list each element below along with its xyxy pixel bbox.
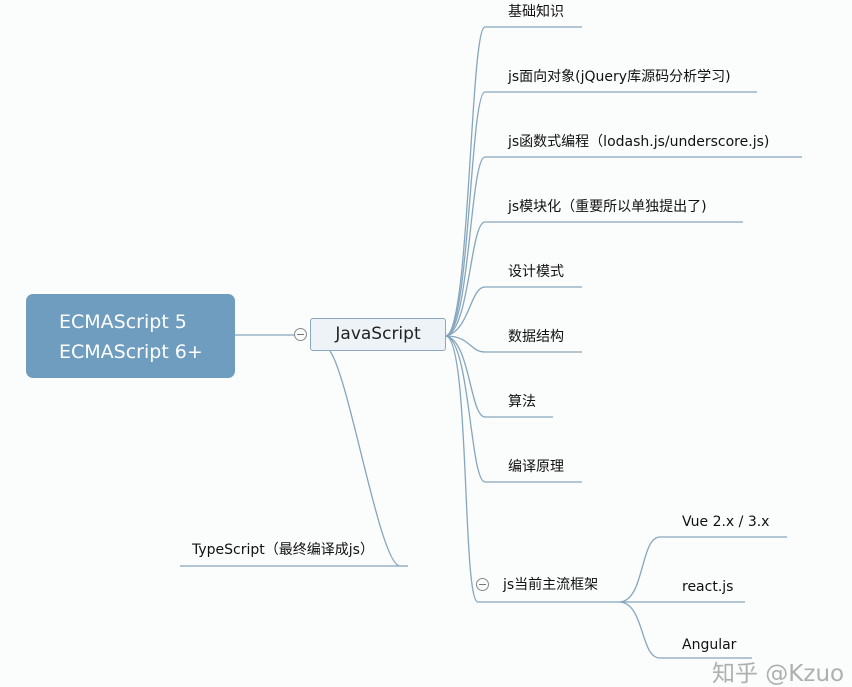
root-line-2: ECMAScript 6+ xyxy=(59,341,203,363)
branch-design-patterns[interactable]: 设计模式 xyxy=(508,264,564,280)
collapse-frameworks-icon[interactable] xyxy=(476,578,489,591)
branch-functional[interactable]: js函数式编程（lodash.js/underscore.js) xyxy=(508,134,770,150)
watermark: 知乎 @Kzuo xyxy=(712,661,845,687)
branch-compilers[interactable]: 编译原理 xyxy=(508,459,564,475)
branch-oop[interactable]: js面向对象(jQuery库源码分析学习) xyxy=(508,69,731,85)
framework-react[interactable]: react.js xyxy=(682,579,734,595)
branch-modules[interactable]: js模块化（重要所以单独提出了) xyxy=(508,199,707,215)
branch-algorithms[interactable]: 算法 xyxy=(508,394,536,410)
javascript-node[interactable]: JavaScript xyxy=(310,318,446,351)
branch-basics[interactable]: 基础知识 xyxy=(508,4,564,20)
framework-angular[interactable]: Angular xyxy=(682,637,737,653)
collapse-toggle-icon[interactable] xyxy=(294,328,307,341)
root-node[interactable]: ECMAScript 5 ECMAScript 6+ xyxy=(26,294,235,378)
branch-typescript[interactable]: TypeScript（最终编译成js） xyxy=(192,542,374,558)
branch-frameworks[interactable]: js当前主流框架 xyxy=(503,577,599,593)
framework-vue[interactable]: Vue 2.x / 3.x xyxy=(682,514,770,530)
root-line-1: ECMAScript 5 xyxy=(59,311,187,333)
branch-data-structures[interactable]: 数据结构 xyxy=(508,329,564,345)
